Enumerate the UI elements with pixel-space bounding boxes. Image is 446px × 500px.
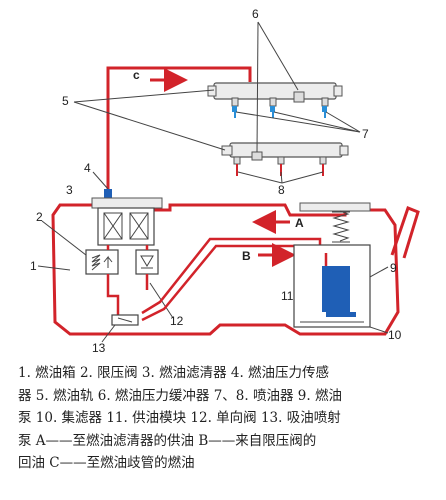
caption-line-4: 泵 A——至燃油滤清器的供油 B——来自限压阀的 bbox=[18, 432, 317, 449]
label-6: 6 bbox=[252, 7, 259, 21]
module-flange bbox=[299, 202, 371, 212]
label-1: 1 bbox=[30, 259, 37, 273]
label-7: 7 bbox=[362, 127, 369, 141]
fuel-rail-upper bbox=[213, 82, 337, 100]
label-8: 8 bbox=[278, 183, 285, 197]
fuel-rail-lower bbox=[229, 142, 343, 158]
module-spring bbox=[332, 210, 350, 242]
flow-label-a: A bbox=[295, 216, 304, 230]
caption-line-2: 器 5. 燃油轨 6. 燃油压力缓冲器 7、8. 喷油器 9. 燃油 bbox=[18, 387, 342, 404]
rail-end-lower-right bbox=[339, 145, 349, 156]
rail-end-upper-left bbox=[207, 85, 217, 97]
label-9: 9 bbox=[390, 261, 397, 275]
injectors-lower bbox=[233, 156, 327, 176]
caption-line-3: 泵 10. 集滤器 11. 供油模块 12. 单向阀 13. 吸油喷射 bbox=[18, 410, 341, 426]
filler-neck bbox=[390, 206, 420, 259]
flow-label-c: c bbox=[133, 68, 140, 82]
label-2: 2 bbox=[36, 210, 43, 224]
fuel-filter-element bbox=[103, 212, 149, 240]
label-13: 13 bbox=[92, 341, 106, 355]
pressure-damper-upper bbox=[293, 91, 305, 103]
flow-label-b: B bbox=[242, 249, 251, 263]
check-valve bbox=[135, 249, 159, 275]
pressure-sensor bbox=[104, 189, 112, 199]
figure-caption: 1. 燃油箱 2. 限压阀 3. 燃油滤清器 4. 燃油压力传感 器 5. 燃油… bbox=[18, 362, 430, 475]
strainer bbox=[326, 312, 356, 317]
pressure-damper-lower bbox=[251, 151, 263, 161]
pressure-limiting-valve bbox=[85, 249, 119, 275]
injectors-upper bbox=[231, 97, 329, 118]
label-4: 4 bbox=[84, 161, 91, 175]
caption-line-5: 回油 C——至燃油歧管的燃油 bbox=[18, 455, 195, 471]
label-11: 11 bbox=[281, 289, 294, 303]
rail-end-lower-left bbox=[221, 145, 233, 156]
label-3: 3 bbox=[66, 183, 73, 197]
rail-end-upper-right bbox=[333, 85, 343, 97]
fuel-system-diagram: c bbox=[30, 7, 420, 355]
label-10: 10 bbox=[388, 328, 402, 342]
fuel-tank-outline bbox=[51, 203, 400, 336]
fuel-filter-flange bbox=[91, 197, 163, 209]
label-5: 5 bbox=[62, 94, 69, 108]
label-12: 12 bbox=[170, 314, 184, 328]
caption-line-1: 1. 燃油箱 2. 限压阀 3. 燃油滤清器 4. 燃油压力传感 bbox=[18, 365, 330, 381]
fuel-pump bbox=[322, 266, 350, 312]
